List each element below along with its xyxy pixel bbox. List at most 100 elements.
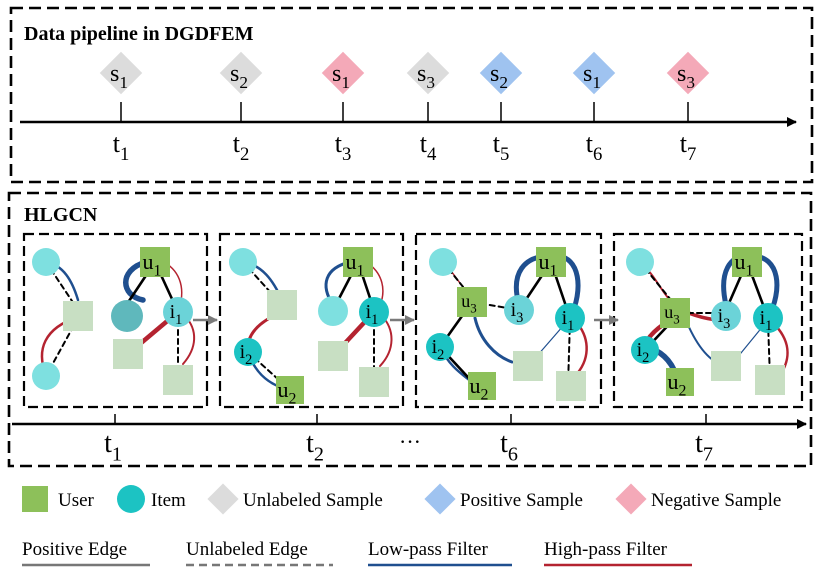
legend-positive-edge: Positive Edge	[22, 539, 150, 567]
user-node	[556, 371, 586, 401]
pipeline-event-4: s3 t4	[406, 51, 450, 165]
sample-label: s1	[110, 61, 128, 92]
item-node	[111, 300, 143, 332]
legend-item: Item	[117, 485, 186, 513]
pipeline-panel: Data pipeline in DGDFEM s1t1s2t2s1t3s3t4…	[9, 6, 814, 184]
user-node	[711, 351, 741, 381]
hlgcn-ellipsis: ···	[399, 429, 421, 454]
user-node-label: u1	[735, 249, 754, 280]
time-label: t7	[680, 129, 697, 165]
user-node	[343, 247, 373, 277]
item-node-label: i1	[562, 307, 575, 334]
item-node	[504, 295, 534, 325]
user-node	[666, 368, 694, 396]
hlgcn-time-label: t1	[104, 428, 122, 465]
user-node-label: u2	[668, 369, 687, 400]
user-node-label: u3	[664, 302, 679, 326]
legend-positive-label: Positive Sample	[460, 490, 583, 511]
item-node-label: i1	[760, 307, 773, 334]
legend-unlabeled-edge: Unlabeled Edge	[186, 539, 333, 567]
item-node	[626, 248, 654, 276]
user-node	[318, 341, 348, 371]
sample-label: s3	[677, 61, 695, 92]
pipeline-event-7: s3 t7	[666, 51, 710, 165]
user-node	[140, 247, 170, 277]
user-node-label: u3	[461, 291, 476, 315]
legend-negative-swatch	[615, 483, 647, 515]
snapshot-frame-t2	[218, 232, 405, 409]
legend-user-label: User	[58, 490, 95, 511]
snapshot-frame-t1	[22, 232, 209, 409]
item-node	[555, 303, 585, 333]
legend-high-pass-filter: High-pass Filter	[544, 539, 692, 567]
legend-unlabeled-swatch	[207, 483, 239, 515]
time-label: t4	[420, 129, 437, 165]
item-node	[631, 336, 659, 364]
hlgcn-time-label: t6	[500, 428, 518, 465]
legend-positive-swatch	[424, 483, 456, 515]
user-node	[513, 351, 543, 381]
user-node	[468, 372, 496, 400]
legend-positive-sample: Positive Sample	[424, 483, 583, 515]
sample-label: s2	[490, 61, 508, 92]
legend-unlabeled-sample: Unlabeled Sample	[207, 483, 383, 515]
pipeline-event-6: s1 t6	[572, 51, 616, 165]
legend-low-pass-label: Low-pass Filter	[368, 539, 488, 560]
legend-low-pass-filter: Low-pass Filter	[368, 539, 512, 567]
hlgcn-tick-1: t1	[104, 414, 122, 465]
pipeline-frame	[9, 6, 814, 184]
sample-label: s1	[332, 61, 350, 92]
item-node	[753, 303, 783, 333]
item-node	[711, 301, 741, 331]
item-node	[163, 297, 193, 327]
hlgcn-time-label: t2	[306, 428, 324, 465]
user-node	[276, 376, 304, 404]
pipeline-event-1: s1 t1	[99, 51, 143, 165]
item-node	[359, 297, 389, 327]
user-node-label: u2	[278, 377, 297, 408]
legend: User Item Unlabeled Sample Positive Samp…	[22, 483, 781, 567]
user-node-label: u1	[143, 249, 162, 280]
legend-negative-label: Negative Sample	[651, 490, 781, 511]
legend-unlabeled-label: Unlabeled Sample	[243, 490, 383, 511]
item-node	[426, 333, 454, 361]
item-node-label: i3	[511, 299, 524, 326]
snapshot-t1: u1 i1	[32, 247, 196, 395]
item-node-label: i1	[170, 301, 183, 328]
user-node	[63, 301, 93, 331]
item-node	[229, 248, 257, 276]
high-pass-edge	[573, 322, 588, 378]
hlgcn-tick-2: t2	[306, 414, 324, 465]
legend-user-swatch	[22, 486, 48, 512]
sample-positive-diamond	[479, 51, 523, 95]
legend-positive-edge-label: Positive Edge	[22, 539, 127, 560]
legend-negative-sample: Negative Sample	[615, 483, 781, 515]
item-node	[32, 248, 60, 276]
sample-label: s1	[583, 61, 601, 92]
user-node	[732, 247, 762, 277]
user-node	[359, 367, 389, 397]
item-node	[429, 248, 457, 276]
item-node-label: i2	[240, 341, 253, 368]
time-label: t6	[586, 129, 603, 165]
sample-label: s2	[230, 61, 248, 92]
pipeline-title: Data pipeline in DGDFEM	[24, 23, 254, 45]
legend-user: User	[22, 486, 95, 512]
sample-unlabeled-diamond	[406, 51, 450, 95]
user-node	[113, 339, 143, 369]
sample-label: s3	[417, 61, 435, 92]
sample-negative-diamond	[321, 51, 365, 95]
time-label: t1	[113, 129, 130, 165]
user-node	[660, 298, 690, 328]
user-node-label: u1	[539, 249, 558, 280]
hlgcn-frame	[7, 191, 813, 468]
item-node	[318, 296, 348, 326]
legend-item-swatch	[117, 485, 145, 513]
